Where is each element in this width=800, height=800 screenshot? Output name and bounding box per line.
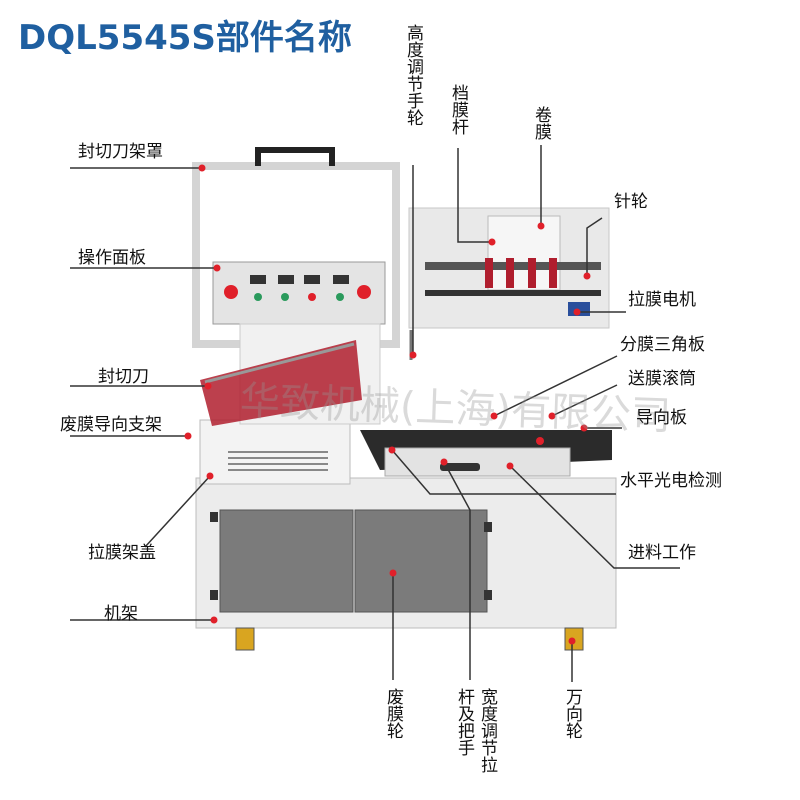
label-waste-wheel: 废膜轮	[383, 688, 403, 739]
leader-triangle	[493, 355, 618, 417]
label-infeed: 进料工作	[628, 543, 696, 563]
label-stop-rod: 档膜杆	[448, 84, 468, 135]
label-film-motor: 拉膜电机	[628, 290, 696, 310]
label-rod-handle: 杆及把手	[454, 688, 474, 756]
page-title: DQL5545S部件名称	[18, 18, 352, 58]
label-frame: 机架	[104, 604, 138, 624]
label-guide-plate: 导向板	[636, 408, 687, 428]
label-film-roll: 卷膜	[531, 106, 551, 140]
label-seal-cover: 封切刀架罩	[78, 142, 163, 162]
label-film-frame-cover: 拉膜架盖	[88, 543, 156, 563]
control-panel-box	[212, 261, 386, 325]
cover-handle	[255, 147, 335, 166]
seal-knife-body	[200, 340, 362, 426]
label-height-wheel: 高度调节手轮	[403, 24, 423, 126]
leader-feed-roller	[551, 384, 618, 417]
leader-photo-sensor	[391, 449, 616, 495]
label-width-adjust: 宽度调节拉	[477, 688, 497, 773]
leader-film-frame-cover	[144, 475, 211, 548]
film-roll	[487, 215, 561, 291]
label-waste-guide: 废膜导向支架	[60, 415, 162, 435]
left-door-panel	[219, 509, 354, 613]
leader-infeed	[509, 465, 680, 569]
label-feed-roller: 送膜滚筒	[628, 369, 696, 389]
leader-stop-rod	[457, 148, 492, 243]
label-needle-wheel: 针轮	[614, 192, 648, 212]
right-door-panel	[354, 509, 488, 613]
leader-width-adjust	[443, 461, 471, 680]
leader-needle-wheel	[586, 217, 603, 276]
caster-left	[235, 627, 255, 651]
label-control-panel: 操作面板	[78, 248, 146, 268]
label-photo-sensor: 水平光电检测	[620, 471, 722, 491]
label-seal-knife: 封切刀	[98, 367, 149, 387]
label-caster: 万向轮	[562, 688, 582, 739]
label-triangle: 分膜三角板	[620, 335, 705, 355]
